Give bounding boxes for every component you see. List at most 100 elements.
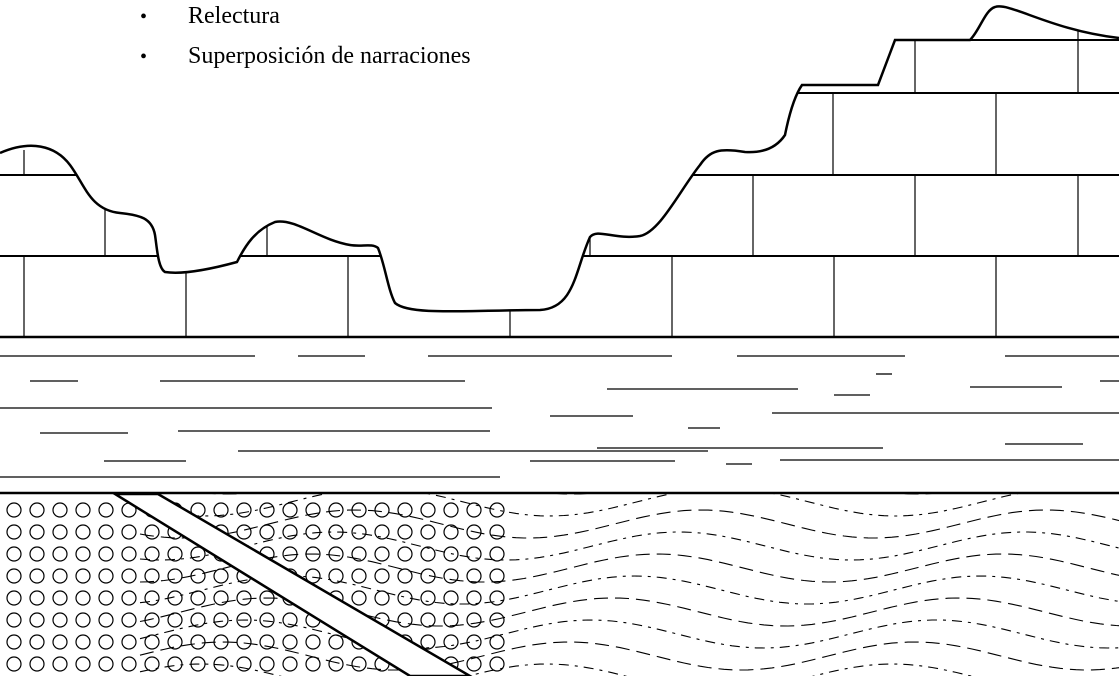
conglomerate-pebble: [328, 656, 344, 672]
conglomerate-pebble: [75, 612, 91, 628]
conglomerate-pebble: [282, 546, 298, 562]
conglomerate-pebble: [6, 612, 22, 628]
conglomerate-pebble: [374, 568, 390, 584]
conglomerate-pebble: [75, 568, 91, 584]
conglomerate-pebble: [75, 502, 91, 518]
conglomerate-pebble: [167, 634, 183, 650]
conglomerate-pebble: [52, 590, 68, 606]
conglomerate-pebble: [144, 546, 160, 562]
schist-wave: [211, 494, 933, 495]
conglomerate-pebble: [489, 656, 505, 672]
conglomerate-pebble: [121, 568, 137, 584]
conglomerate-pebble: [236, 590, 252, 606]
conglomerate-pebble: [121, 524, 137, 540]
conglomerate-pebble: [190, 590, 206, 606]
bullet-item-superposicion: • Superposición de narraciones: [140, 40, 471, 80]
conglomerate-pebble: [489, 546, 505, 562]
conglomerate-pebble: [397, 546, 413, 562]
conglomerate-pebble: [98, 524, 114, 540]
conglomerate-pebble: [259, 612, 275, 628]
conglomerate-pebble: [282, 524, 298, 540]
conglomerate-pebble: [489, 502, 505, 518]
bullet-text: Superposición de narraciones: [188, 43, 471, 69]
conglomerate-pebble: [351, 590, 367, 606]
shale-layer: [0, 355, 1119, 478]
conglomerate-pebble: [190, 546, 206, 562]
conglomerate-pebble: [328, 546, 344, 562]
conglomerate-pebble: [29, 524, 45, 540]
conglomerate-pebble: [420, 502, 436, 518]
conglomerate-pebble: [305, 524, 321, 540]
conglomerate-pebble: [6, 634, 22, 650]
conglomerate-pebble: [121, 656, 137, 672]
conglomerate-pebble: [397, 524, 413, 540]
conglomerate-pebble: [443, 612, 459, 628]
conglomerate-pebble: [420, 612, 436, 628]
conglomerate-pebble: [351, 568, 367, 584]
conglomerate-pebble: [443, 590, 459, 606]
conglomerate-pebble: [443, 524, 459, 540]
conglomerate-pebble: [489, 568, 505, 584]
conglomerate-pebble: [213, 568, 229, 584]
conglomerate-pebble: [443, 568, 459, 584]
conglomerate-pebble: [98, 612, 114, 628]
conglomerate-pebble: [420, 590, 436, 606]
conglomerate-pebble: [167, 568, 183, 584]
conglomerate-pebble: [98, 546, 114, 562]
conglomerate-pebble: [29, 656, 45, 672]
conglomerate-pebble: [29, 634, 45, 650]
conglomerate-pebble: [443, 546, 459, 562]
conglomerate-pebble: [420, 546, 436, 562]
conglomerate-pebble: [328, 568, 344, 584]
dike-intrusion: [112, 494, 473, 676]
conglomerate-pebble: [98, 656, 114, 672]
conglomerate-pebble: [213, 502, 229, 518]
conglomerate-pebble: [259, 656, 275, 672]
conglomerate-pebble: [213, 612, 229, 628]
bullet-marker: •: [140, 46, 148, 68]
conglomerate-pebble: [351, 546, 367, 562]
conglomerate-pebble: [259, 502, 275, 518]
conglomerate-pebble: [328, 634, 344, 650]
conglomerate-pebble: [75, 656, 91, 672]
conglomerate-pebble: [397, 612, 413, 628]
schist-wave: [139, 509, 1119, 539]
conglomerate-pebble: [466, 568, 482, 584]
conglomerate-pebble: [52, 568, 68, 584]
conglomerate-pebble: [6, 590, 22, 606]
conglomerate-pebble: [236, 656, 252, 672]
conglomerate-pebble: [98, 590, 114, 606]
conglomerate-pebble: [420, 568, 436, 584]
conglomerate-pebble: [98, 568, 114, 584]
conglomerate-pebble: [75, 590, 91, 606]
conglomerate-pebble: [6, 656, 22, 672]
conglomerate-layer: [6, 502, 505, 672]
conglomerate-pebble: [144, 656, 160, 672]
conglomerate-pebble: [305, 502, 321, 518]
conglomerate-pebble: [420, 524, 436, 540]
conglomerate-pebble: [167, 656, 183, 672]
conglomerate-pebble: [121, 546, 137, 562]
conglomerate-pebble: [374, 502, 390, 518]
conglomerate-pebble: [190, 634, 206, 650]
bullet-marker: •: [140, 6, 148, 28]
conglomerate-pebble: [282, 634, 298, 650]
conglomerate-pebble: [466, 524, 482, 540]
conglomerate-pebble: [236, 634, 252, 650]
conglomerate-pebble: [466, 502, 482, 518]
conglomerate-pebble: [282, 612, 298, 628]
conglomerate-pebble: [29, 546, 45, 562]
conglomerate-pebble: [52, 634, 68, 650]
conglomerate-pebble: [466, 612, 482, 628]
conglomerate-pebble: [351, 656, 367, 672]
schist-wave: [139, 619, 1119, 649]
conglomerate-pebble: [236, 524, 252, 540]
conglomerate-pebble: [328, 502, 344, 518]
conglomerate-pebble: [144, 524, 160, 540]
conglomerate-pebble: [29, 502, 45, 518]
conglomerate-pebble: [443, 634, 459, 650]
conglomerate-pebble: [397, 502, 413, 518]
conglomerate-pebble: [397, 568, 413, 584]
conglomerate-pebble: [52, 502, 68, 518]
conglomerate-pebble: [29, 568, 45, 584]
